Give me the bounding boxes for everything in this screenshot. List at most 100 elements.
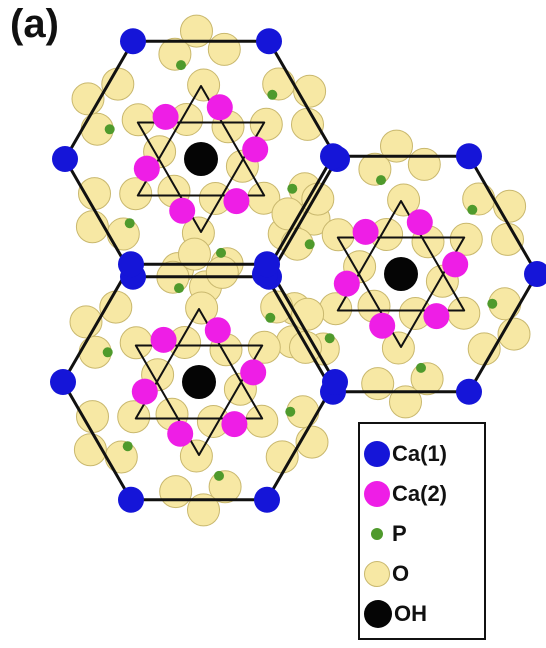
calcium-2-atom — [204, 317, 231, 344]
calcium-2-atom-layer — [131, 94, 469, 447]
hydroxyl-atom — [384, 257, 418, 291]
calcium-2-atom — [442, 251, 469, 278]
legend-item-o: O — [364, 556, 409, 592]
phosphorus-atom — [176, 60, 186, 71]
oxygen-atom — [381, 331, 415, 365]
oxygen-atom — [187, 493, 220, 527]
calcium-1-atom — [254, 251, 280, 278]
oxygen-atom — [207, 32, 241, 66]
legend-item-ca1: Ca(1) — [364, 436, 447, 472]
calcium-1-atom — [456, 143, 482, 170]
oxygen-atom — [121, 103, 155, 137]
oxygen-atom — [159, 475, 193, 509]
calcium-2-atom — [206, 94, 233, 121]
phosphorus-atom — [467, 204, 478, 215]
hydroxyl-atom — [182, 365, 216, 399]
calcium-1-atom — [322, 369, 348, 395]
legend-item-p: P — [364, 516, 407, 552]
calcium-1-atom — [524, 261, 546, 287]
oxygen-atom — [249, 107, 283, 141]
calcium-1-atom — [456, 378, 482, 405]
calcium-2-atom — [133, 155, 160, 182]
calcium-2-atom — [167, 420, 194, 447]
phosphorus-atom — [285, 406, 296, 417]
calcium-2-atom — [242, 136, 269, 163]
phosphorus-atom — [122, 441, 133, 452]
hydroxyl-atom-layer — [182, 142, 418, 399]
calcium-2-atom — [221, 411, 248, 438]
legend-label-oh: OH — [394, 601, 427, 626]
calcium-2-atom — [333, 270, 360, 297]
legend-swatch-ca2 — [364, 481, 390, 507]
oxygen-atom — [205, 255, 239, 289]
calcium-1-atom — [50, 369, 76, 395]
oxygen-atom — [380, 129, 413, 163]
oxygen-atom — [447, 296, 481, 330]
calcium-1-atom — [254, 486, 280, 513]
calcium-1-atom-layer — [50, 28, 546, 513]
phosphorus-atom — [124, 218, 135, 229]
phosphorus-atom — [416, 362, 426, 373]
oxygen-atom — [407, 147, 441, 181]
phosphorus-atom — [487, 298, 498, 309]
phosphorus-atom — [214, 470, 224, 481]
hexagram-triangle — [134, 308, 264, 420]
calcium-1-atom — [118, 251, 144, 278]
calcium-1-atom — [118, 486, 144, 513]
oxygen-atom — [389, 385, 422, 419]
calcium-1-atom — [256, 28, 282, 55]
oxygen-atom — [179, 439, 213, 473]
calcium-2-atom — [150, 326, 177, 353]
phosphorus-atom — [265, 312, 276, 323]
hexagram-triangle — [136, 121, 266, 233]
oxygen-atom — [185, 291, 219, 325]
hexagram-triangle — [336, 200, 466, 312]
calcium-2-atom — [423, 303, 450, 330]
phosphorus-atom — [102, 347, 113, 358]
legend-swatch-o — [364, 561, 390, 587]
legend-label-ca2: Ca(2) — [392, 481, 448, 506]
oxygen-atom — [247, 330, 281, 364]
calcium-2-atom — [369, 312, 396, 339]
legend-swatch-oh — [364, 600, 392, 628]
oxygen-atom — [387, 183, 421, 217]
oxygen-atom — [321, 218, 355, 252]
oxygen-atom — [119, 326, 153, 360]
hexagram-triangle — [134, 344, 264, 456]
phosphorus-atom — [304, 239, 315, 250]
legend-item-ca2: Ca(2) — [364, 476, 447, 512]
phosphorus-atom — [174, 283, 184, 294]
phosphorus-atom — [267, 89, 278, 100]
calcium-2-atom — [131, 378, 158, 405]
legend-swatch-ca1 — [364, 441, 390, 467]
oxygen-atom — [119, 177, 153, 211]
calcium-2-atom — [152, 103, 179, 130]
calcium-2-atom — [240, 359, 267, 386]
oxygen-atom — [180, 14, 213, 48]
oxygen-atom — [187, 68, 221, 102]
phosphorus-atom — [324, 333, 335, 344]
phosphorus-atom — [104, 124, 115, 135]
calcium-2-atom — [406, 209, 433, 236]
oxygen-atom — [319, 292, 353, 326]
oxygen-atom — [245, 404, 279, 438]
legend-item-oh: OH — [364, 596, 427, 632]
calcium-1-atom — [120, 28, 146, 55]
legend-swatch-p — [371, 528, 383, 540]
calcium-2-atom — [352, 218, 379, 245]
oxygen-atom — [361, 367, 395, 401]
oxygen-atom — [117, 400, 151, 434]
panel-label: (a) — [10, 2, 59, 46]
calcium-2-atom — [169, 197, 196, 224]
calcium-1-atom — [320, 143, 346, 170]
legend-label-ca1: Ca(1) — [392, 441, 448, 466]
phosphorus-atom-layer — [102, 60, 498, 481]
phosphorus-atom — [287, 183, 298, 194]
phosphorus-atom — [216, 247, 226, 258]
calcium-2-atom — [223, 188, 250, 215]
oxygen-atom — [178, 237, 211, 271]
hydroxyl-atom — [184, 142, 218, 176]
phosphorus-atom — [376, 175, 386, 186]
